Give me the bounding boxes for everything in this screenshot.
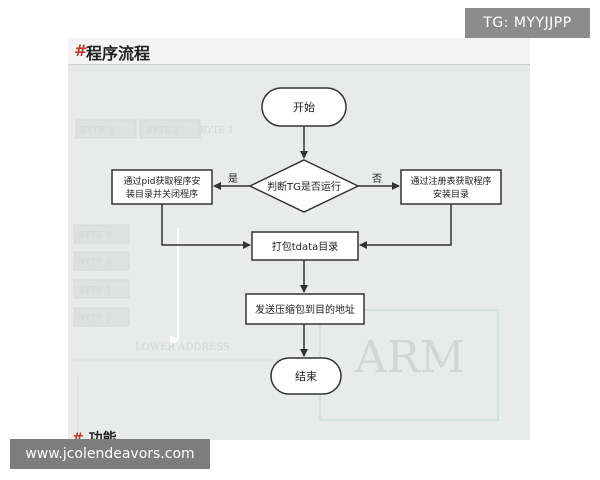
page-title: 程序流程 [86,44,151,63]
pack-process-box [251,231,359,261]
send-label: 发送压缩包到目的地址 [255,303,355,316]
left-process-line: 装目录并关闭程序 [126,188,198,200]
bg-byte-label: BYTE 0 [78,231,112,241]
bg-byte-label: BYTE 2 [146,126,180,136]
yes-label: 是 [228,173,238,185]
telegram-watermark: TG: MYYJJPP [465,8,590,38]
section-heading: # 程序流程 [68,38,530,65]
end-terminal [270,357,342,395]
bg-byte-label: BYTE 1 [78,286,112,296]
background-artwork: ARM LOWER ADDRESS BYTE 3 BYTE 2 BYTE 1 B… [68,69,530,440]
left-process-box [111,169,213,205]
left-process-line: 通过pid获取程序安 [124,175,201,187]
bg-byte-label: BYTE 3 [80,126,114,136]
right-process-line: 通过注册表获取程序 [410,175,491,187]
no-label: 否 [372,173,382,185]
right-process-line: 安装目录 [433,188,469,200]
pack-label: 打包tdata目录 [272,240,338,253]
send-process-box [245,293,365,325]
bg-byte-label: BYTE 1 [200,126,234,136]
bg-byte-label: BYTE 2 [78,314,112,324]
start-label: 开始 [293,100,315,114]
right-merge-arrow [359,204,452,249]
website-watermark: www.jcolendeavors.com [10,439,210,469]
heading-hash: # [74,41,88,60]
decision-diamond [248,159,360,213]
bg-byte-label: BYTE 0 [78,258,112,268]
end-label: 结束 [295,370,317,383]
decision-label: 判断TG是否运行 [267,180,341,193]
right-process-box [400,169,502,205]
arm-watermark: ARM [354,332,465,383]
left-merge-arrow [161,204,251,249]
lower-address-text: LOWER ADDRESS [135,342,230,353]
